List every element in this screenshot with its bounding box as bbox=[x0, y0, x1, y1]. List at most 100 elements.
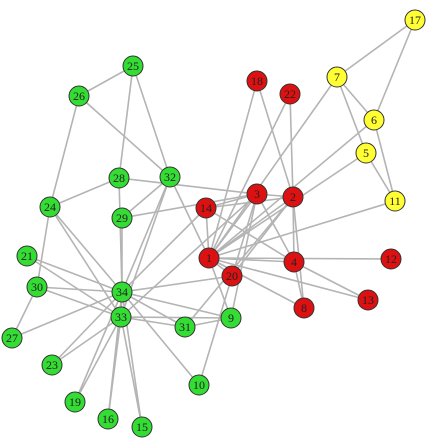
node-circle bbox=[174, 316, 196, 338]
node-label: 11 bbox=[389, 194, 401, 208]
node-2: 2 bbox=[282, 186, 304, 208]
edge-28-3 bbox=[118, 177, 258, 195]
node-10: 10 bbox=[188, 374, 210, 396]
node-17: 17 bbox=[404, 9, 426, 31]
node-30: 30 bbox=[26, 276, 48, 298]
edge-28-24 bbox=[49, 177, 120, 208]
node-label: 9 bbox=[228, 311, 234, 325]
edge-10-3 bbox=[198, 193, 258, 386]
node-circle bbox=[380, 248, 402, 270]
edge-14-34 bbox=[121, 207, 207, 293]
edge-22-1 bbox=[208, 93, 291, 259]
node-label: 28 bbox=[113, 171, 125, 185]
node-circle bbox=[357, 289, 379, 311]
node-label: 13 bbox=[362, 293, 374, 307]
node-label: 5 bbox=[363, 146, 369, 160]
node-circle bbox=[16, 245, 38, 267]
edge-32-29 bbox=[121, 176, 171, 219]
node-8: 8 bbox=[293, 297, 315, 319]
edge-24-26 bbox=[49, 95, 80, 208]
node-23: 23 bbox=[41, 354, 63, 376]
node-13: 13 bbox=[357, 289, 379, 311]
node-label: 32 bbox=[164, 170, 176, 184]
node-label: 12 bbox=[385, 252, 397, 266]
node-label: 18 bbox=[251, 74, 263, 88]
edge-11-1 bbox=[208, 200, 396, 259]
node-circle bbox=[39, 196, 61, 218]
edge-7-5 bbox=[336, 76, 367, 154]
node-label: 24 bbox=[44, 200, 56, 214]
edge-9-33 bbox=[120, 316, 232, 319]
edge-24-33 bbox=[49, 206, 122, 318]
node-circle bbox=[41, 354, 63, 376]
node-22: 22 bbox=[279, 83, 301, 105]
node-circle bbox=[283, 251, 305, 273]
node-circle bbox=[279, 83, 301, 105]
node-circle bbox=[159, 166, 181, 188]
edge-29-3 bbox=[121, 193, 258, 219]
node-circle bbox=[282, 186, 304, 208]
edge-8-2 bbox=[292, 196, 305, 309]
node-19: 19 bbox=[64, 391, 86, 413]
node-circle bbox=[64, 391, 86, 413]
edge-9-34 bbox=[121, 291, 232, 319]
edge-24-30 bbox=[36, 206, 51, 288]
edge-10-34 bbox=[121, 291, 200, 386]
node-circle bbox=[26, 276, 48, 298]
node-label: 4 bbox=[291, 255, 297, 269]
node-33: 33 bbox=[110, 306, 132, 328]
node-18: 18 bbox=[246, 70, 268, 92]
node-circle bbox=[111, 207, 133, 229]
node-label: 7 bbox=[334, 70, 340, 84]
edge-20-34 bbox=[121, 275, 233, 293]
edge-23-34 bbox=[51, 291, 123, 366]
node-label: 17 bbox=[409, 13, 421, 27]
node-label: 10 bbox=[193, 378, 205, 392]
node-4: 4 bbox=[283, 251, 305, 273]
edge-23-33 bbox=[51, 316, 122, 366]
node-25: 25 bbox=[122, 55, 144, 77]
node-label: 2 bbox=[290, 190, 296, 204]
edge-31-34 bbox=[121, 291, 186, 328]
node-1: 1 bbox=[198, 247, 220, 269]
node-label: 14 bbox=[200, 201, 212, 215]
edge-4-3 bbox=[256, 193, 295, 263]
node-circle bbox=[384, 190, 406, 212]
edge-18-1 bbox=[208, 80, 258, 259]
edge-31-2 bbox=[184, 196, 294, 328]
node-circle bbox=[198, 247, 220, 269]
node-16: 16 bbox=[97, 408, 119, 430]
node-26: 26 bbox=[68, 85, 90, 107]
node-circle bbox=[293, 297, 315, 319]
node-circle bbox=[122, 55, 144, 77]
node-circle bbox=[195, 197, 217, 219]
node-20: 20 bbox=[221, 265, 243, 287]
edge-19-33 bbox=[74, 316, 122, 403]
node-label: 3 bbox=[254, 187, 260, 201]
node-circle bbox=[68, 85, 90, 107]
edge-24-34 bbox=[49, 206, 123, 293]
node-label: 30 bbox=[31, 280, 43, 294]
node-label: 15 bbox=[136, 420, 148, 434]
node-6: 6 bbox=[363, 109, 385, 131]
node-31: 31 bbox=[174, 316, 196, 338]
node-circle bbox=[220, 307, 242, 329]
edge-8-1 bbox=[208, 257, 305, 309]
node-7: 7 bbox=[326, 66, 348, 88]
node-circle bbox=[363, 109, 385, 131]
edge-4-14 bbox=[205, 207, 295, 263]
edge-27-34 bbox=[11, 291, 123, 339]
edge-22-2 bbox=[289, 93, 294, 198]
node-circle bbox=[246, 183, 268, 205]
node-label: 27 bbox=[6, 331, 18, 345]
node-circle bbox=[111, 281, 133, 303]
edge-32-1 bbox=[169, 176, 210, 259]
edge-30-33 bbox=[36, 286, 122, 318]
node-label: 1 bbox=[206, 251, 212, 265]
edge-31-33 bbox=[120, 316, 186, 328]
node-label: 6 bbox=[371, 113, 377, 127]
edge-32-34 bbox=[121, 176, 171, 293]
node-14: 14 bbox=[195, 197, 217, 219]
